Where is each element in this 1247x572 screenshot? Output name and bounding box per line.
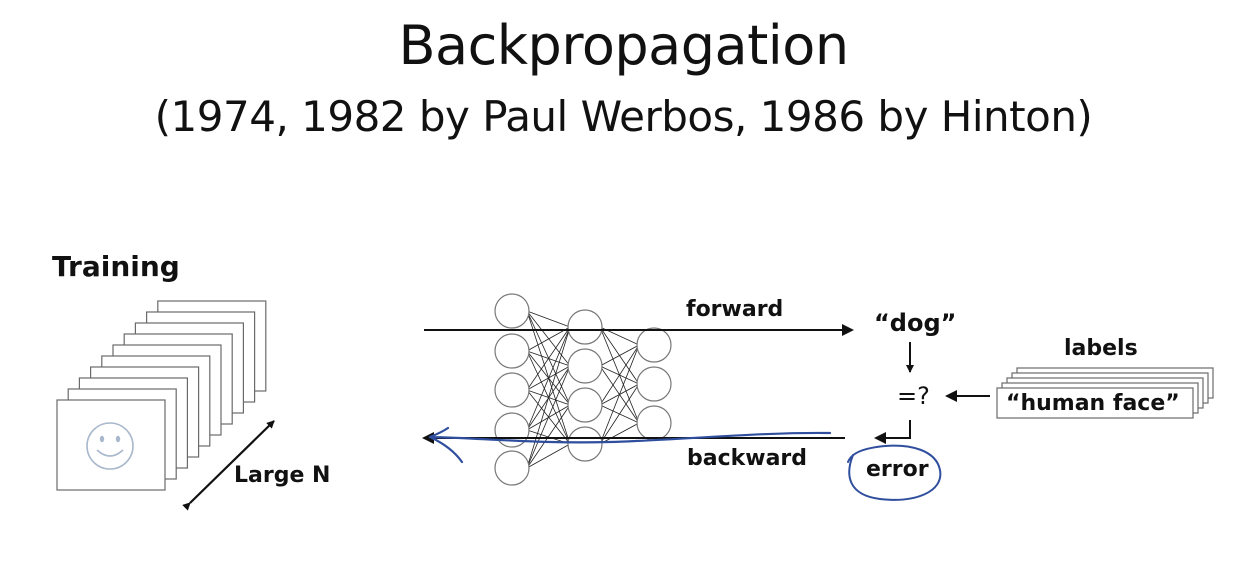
labels-title: labels [1064,336,1138,361]
label-stack [996,367,1214,419]
network-node [494,333,530,369]
neural-network [494,293,672,486]
network-edge [599,344,640,406]
network-edge [526,310,571,367]
error-annotation-circle [847,444,942,501]
network-edge [526,326,571,431]
network-edge [599,422,640,445]
backward-annotation-stroke [428,426,832,464]
network-node [494,293,530,329]
error-label: error [866,457,929,482]
network-node [636,405,672,441]
network-edge [526,404,571,469]
network-node [494,450,530,486]
network-node [567,348,603,384]
label-frame [996,387,1194,419]
slide-title: Backpropagation [398,14,849,77]
network-edge [526,326,571,391]
large-n-arrow [182,420,275,511]
network-edge [526,326,571,469]
network-edge [526,310,571,328]
training-image-stack [56,300,267,491]
network-node [567,309,603,345]
backward-label: backward [687,446,807,471]
handwritten-annotation [428,426,942,501]
training-label: Training [52,250,180,283]
network-node [567,387,603,423]
network-edge [526,365,571,469]
network-node [567,426,603,462]
compare-label: =? [897,382,930,410]
error-feedback-arrow [874,420,911,444]
network-connections [526,310,640,469]
large-n-label: Large N [234,463,330,488]
output-label: “dog” [874,309,956,337]
network-edge [599,383,640,445]
network-edge [599,344,640,367]
smiley-face-icon [86,422,134,470]
training-image-frame [56,399,166,491]
network-node [494,372,530,408]
forward-label: forward [686,297,783,322]
slide-subtitle: (1974, 1982 by Paul Werbos, 1986 by Hint… [154,92,1093,141]
label-value: “human face” [1006,391,1180,416]
network-edge [599,344,640,445]
network-edge [526,443,571,469]
network-node [636,327,672,363]
network-node [636,366,672,402]
